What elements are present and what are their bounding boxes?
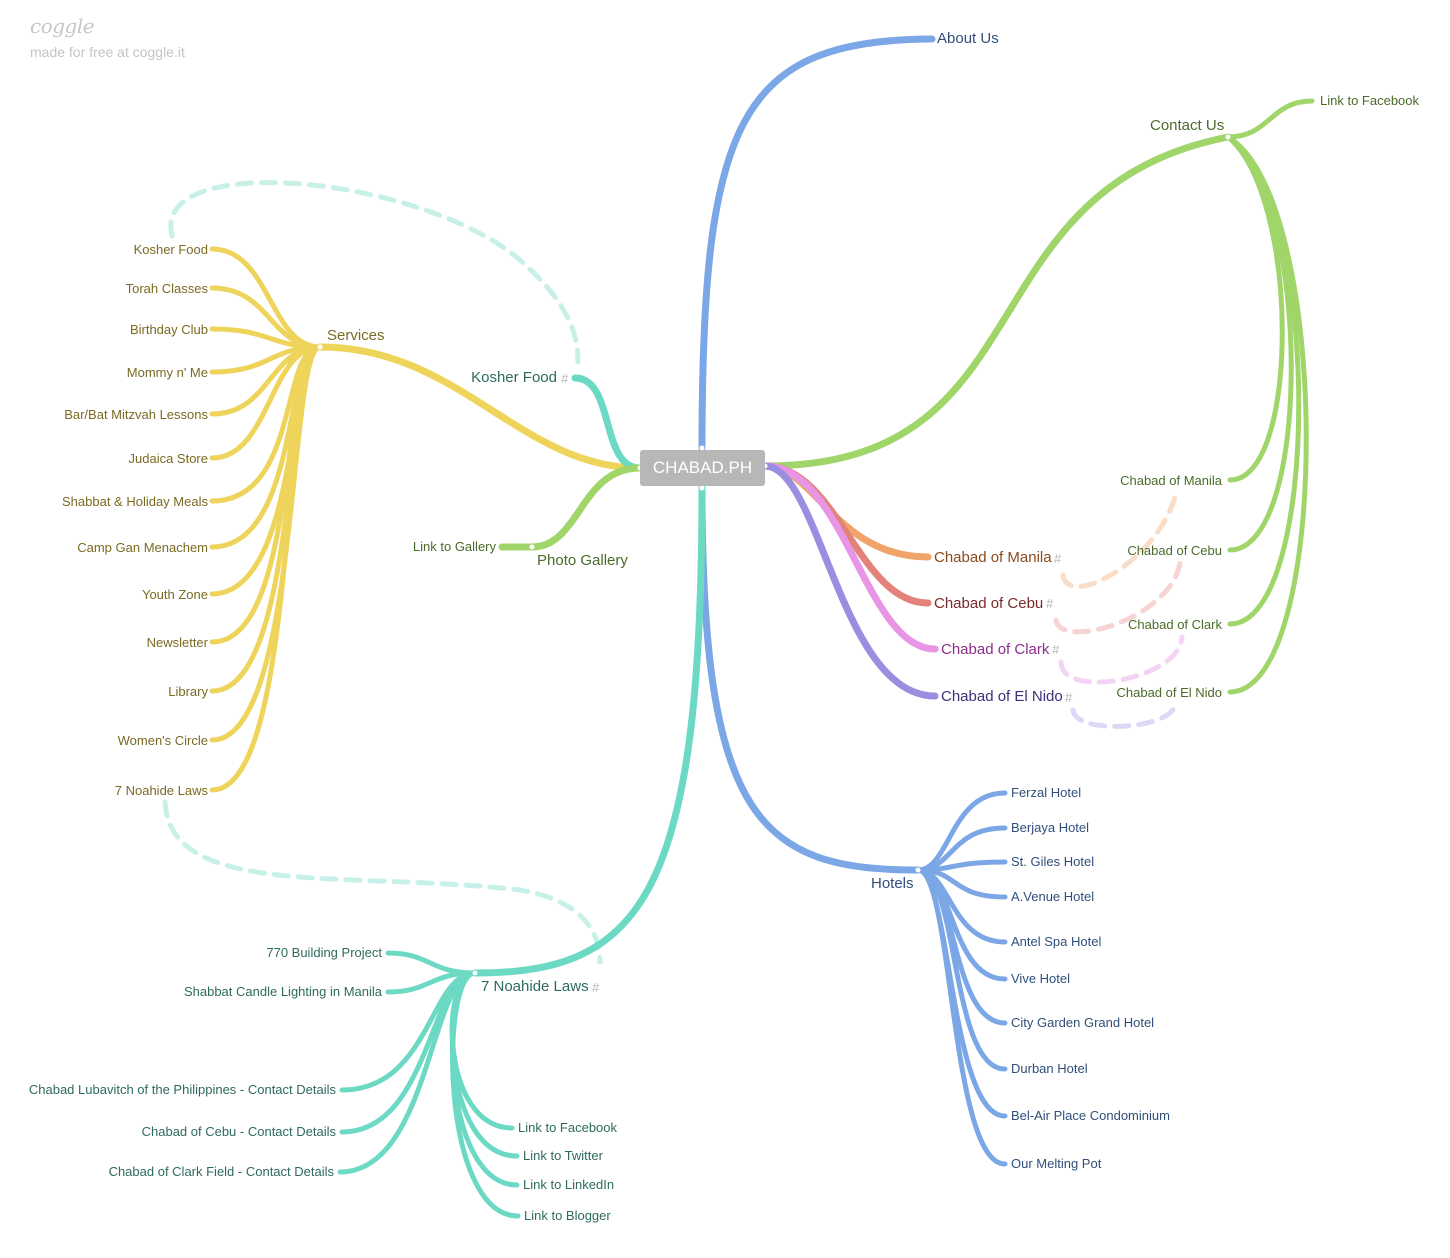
edge-about-us: [698, 35, 936, 452]
node-service-kosher-food[interactable]: Kosher Food: [134, 242, 208, 257]
edge-contact-chabad-of-manila: [1225, 134, 1285, 483]
crosslink-chabad-of-el-nido: [1070, 702, 1178, 729]
node-hotel-durban-hotel[interactable]: Durban Hotel: [1011, 1061, 1088, 1076]
node-services[interactable]: Services: [327, 327, 385, 344]
edge-noahide-shabbat-candle-lighting-in-manila: [385, 970, 478, 995]
node-noahide-link-to-linkedin[interactable]: Link to LinkedIn: [523, 1177, 614, 1192]
chabad-of-clark-hash[interactable]: #: [1052, 642, 1060, 657]
node-service-newsletter[interactable]: Newsletter: [147, 635, 209, 650]
edge-hotel-durban-hotel: [915, 867, 1008, 1072]
node-hotels[interactable]: Hotels: [871, 875, 914, 892]
node-contact-chabad-of-clark[interactable]: Chabad of Clark: [1128, 617, 1222, 632]
node-service-camp-gan-menachem[interactable]: Camp Gan Menachem: [77, 540, 208, 555]
edge-noahide-770-building-project: [385, 950, 478, 976]
node-service-torah-classes[interactable]: Torah Classes: [126, 281, 209, 296]
junction-marker: [915, 867, 921, 873]
node-service-women-s-circle[interactable]: Women's Circle: [118, 733, 208, 748]
node-hotel-city-garden-grand-hotel[interactable]: City Garden Grand Hotel: [1011, 1015, 1154, 1030]
node-hotel-vive-hotel[interactable]: Vive Hotel: [1011, 971, 1070, 986]
node-service-mommy-n-me[interactable]: Mommy n' Me: [127, 365, 208, 380]
coggle-tagline: made for free at coggle.it: [30, 44, 185, 60]
node-service-bar-bat-mitzvah-lessons[interactable]: Bar/Bat Mitzvah Lessons: [64, 407, 208, 422]
crosslink-chabad-of-manila: [1060, 490, 1179, 589]
node-noahide-chabad-lubavitch-of-the-philippines-contact-details[interactable]: Chabad Lubavitch of the Philippines - Co…: [29, 1082, 337, 1097]
chabad-of-manila-hash[interactable]: #: [1054, 551, 1062, 566]
crosslink-noahide-laws: [162, 799, 603, 965]
node-contact-chabad-of-manila[interactable]: Chabad of Manila: [1120, 473, 1223, 488]
junction-marker: [317, 344, 323, 350]
node-hotel-antel-spa-hotel[interactable]: Antel Spa Hotel: [1011, 934, 1101, 949]
kosher-food-hash[interactable]: #: [561, 371, 569, 386]
central-topic-node[interactable]: CHABAD.PH: [640, 450, 765, 486]
crosslink-chabad-of-clark: [1058, 634, 1185, 685]
node-location-chabad-of-el-nido[interactable]: Chabad of El Nido: [941, 688, 1063, 705]
node-hotel-ferzal-hotel[interactable]: Ferzal Hotel: [1011, 785, 1081, 800]
node-noahide-laws[interactable]: 7 Noahide Laws: [481, 978, 589, 995]
edge-service-judaica-store: [209, 344, 323, 461]
chabad-of-cebu-hash[interactable]: #: [1046, 596, 1054, 611]
node-contact-chabad-of-cebu[interactable]: Chabad of Cebu: [1127, 543, 1222, 558]
node-service-library[interactable]: Library: [168, 684, 208, 699]
junction-marker: [472, 970, 478, 976]
edge-kosher-food: [571, 374, 644, 472]
chabad-of-el-nido-hash[interactable]: #: [1065, 690, 1073, 705]
junction-marker: [699, 445, 705, 451]
edge-hotel-our-melting-pot: [915, 867, 1008, 1167]
node-location-chabad-of-clark[interactable]: Chabad of Clark: [941, 641, 1050, 658]
node-noahide-chabad-of-cebu-contact-details[interactable]: Chabad of Cebu - Contact Details: [142, 1124, 337, 1139]
node-noahide-link-to-facebook[interactable]: Link to Facebook: [518, 1120, 618, 1135]
branch-connectors: [209, 35, 1315, 1219]
edge-service-kosher-food: [209, 246, 323, 350]
node-noahide-770-building-project[interactable]: 770 Building Project: [266, 945, 382, 960]
cross-links: [162, 180, 1185, 965]
node-hotel-st-giles-hotel[interactable]: St. Giles Hotel: [1011, 854, 1094, 869]
coggle-brand: coggle made for free at coggle.it: [30, 14, 185, 60]
edge-link-to-facebook: [1225, 98, 1315, 140]
crosslink-chabad-of-cebu: [1053, 560, 1183, 635]
edge-contact-chabad-of-el-nido: [1225, 134, 1309, 695]
node-hotel-a-venue-hotel[interactable]: A.Venue Hotel: [1011, 889, 1094, 904]
node-service-youth-zone[interactable]: Youth Zone: [142, 587, 208, 602]
edge-services: [316, 343, 644, 472]
node-kosher-food[interactable]: Kosher Food: [471, 369, 557, 386]
node-contact-link-to-facebook[interactable]: Link to Facebook: [1320, 93, 1420, 108]
node-hotel-berjaya-hotel[interactable]: Berjaya Hotel: [1011, 820, 1089, 835]
node-service-7-noahide-laws[interactable]: 7 Noahide Laws: [115, 783, 209, 798]
edge-location-chabad-of-clark: [761, 462, 939, 653]
junction-marker: [699, 485, 705, 491]
node-service-judaica-store[interactable]: Judaica Store: [129, 451, 209, 466]
edge-service-7-noahide-laws: [209, 344, 323, 793]
node-link-to-gallery[interactable]: Link to Gallery: [413, 539, 497, 554]
node-noahide-chabad-of-clark-field-contact-details[interactable]: Chabad of Clark Field - Contact Details: [109, 1164, 335, 1179]
edge-photo-gallery: [528, 464, 644, 551]
node-noahide-link-to-blogger[interactable]: Link to Blogger: [524, 1208, 611, 1223]
edge-hotels: [698, 484, 922, 874]
node-contact-chabad-of-el-nido[interactable]: Chabad of El Nido: [1116, 685, 1222, 700]
central-topic-label: CHABAD.PH: [652, 458, 753, 477]
coggle-logo: coggle: [30, 14, 95, 38]
node-photo-gallery[interactable]: Photo Gallery: [537, 552, 628, 569]
junction-marker: [529, 544, 535, 550]
edge-location-chabad-of-el-nido: [761, 462, 939, 700]
node-noahide-shabbat-candle-lighting-in-manila[interactable]: Shabbat Candle Lighting in Manila: [184, 984, 383, 999]
edge-contact-us: [761, 133, 1232, 470]
edge-noahide-link-to-blogger: [450, 970, 521, 1219]
node-noahide-link-to-twitter[interactable]: Link to Twitter: [523, 1148, 604, 1163]
node-location-chabad-of-cebu[interactable]: Chabad of Cebu: [934, 595, 1043, 612]
edge-noahide: [471, 484, 706, 977]
crosslink-kosher-food: [168, 180, 581, 365]
node-hotel-bel-air-place-condominium[interactable]: Bel-Air Place Condominium: [1011, 1108, 1170, 1123]
node-hotel-our-melting-pot[interactable]: Our Melting Pot: [1011, 1156, 1102, 1171]
noahide-laws-hash[interactable]: #: [592, 980, 600, 995]
node-about-us[interactable]: About Us: [937, 30, 999, 47]
node-service-shabbat-holiday-meals[interactable]: Shabbat & Holiday Meals: [62, 494, 208, 509]
junction-marker: [1225, 134, 1231, 140]
node-service-birthday-club[interactable]: Birthday Club: [130, 322, 208, 337]
node-location-chabad-of-manila[interactable]: Chabad of Manila: [934, 549, 1052, 566]
node-contact-us[interactable]: Contact Us: [1150, 117, 1224, 134]
edge-hotel-ferzal-hotel: [915, 790, 1008, 873]
edge-service-birthday-club: [209, 326, 323, 350]
